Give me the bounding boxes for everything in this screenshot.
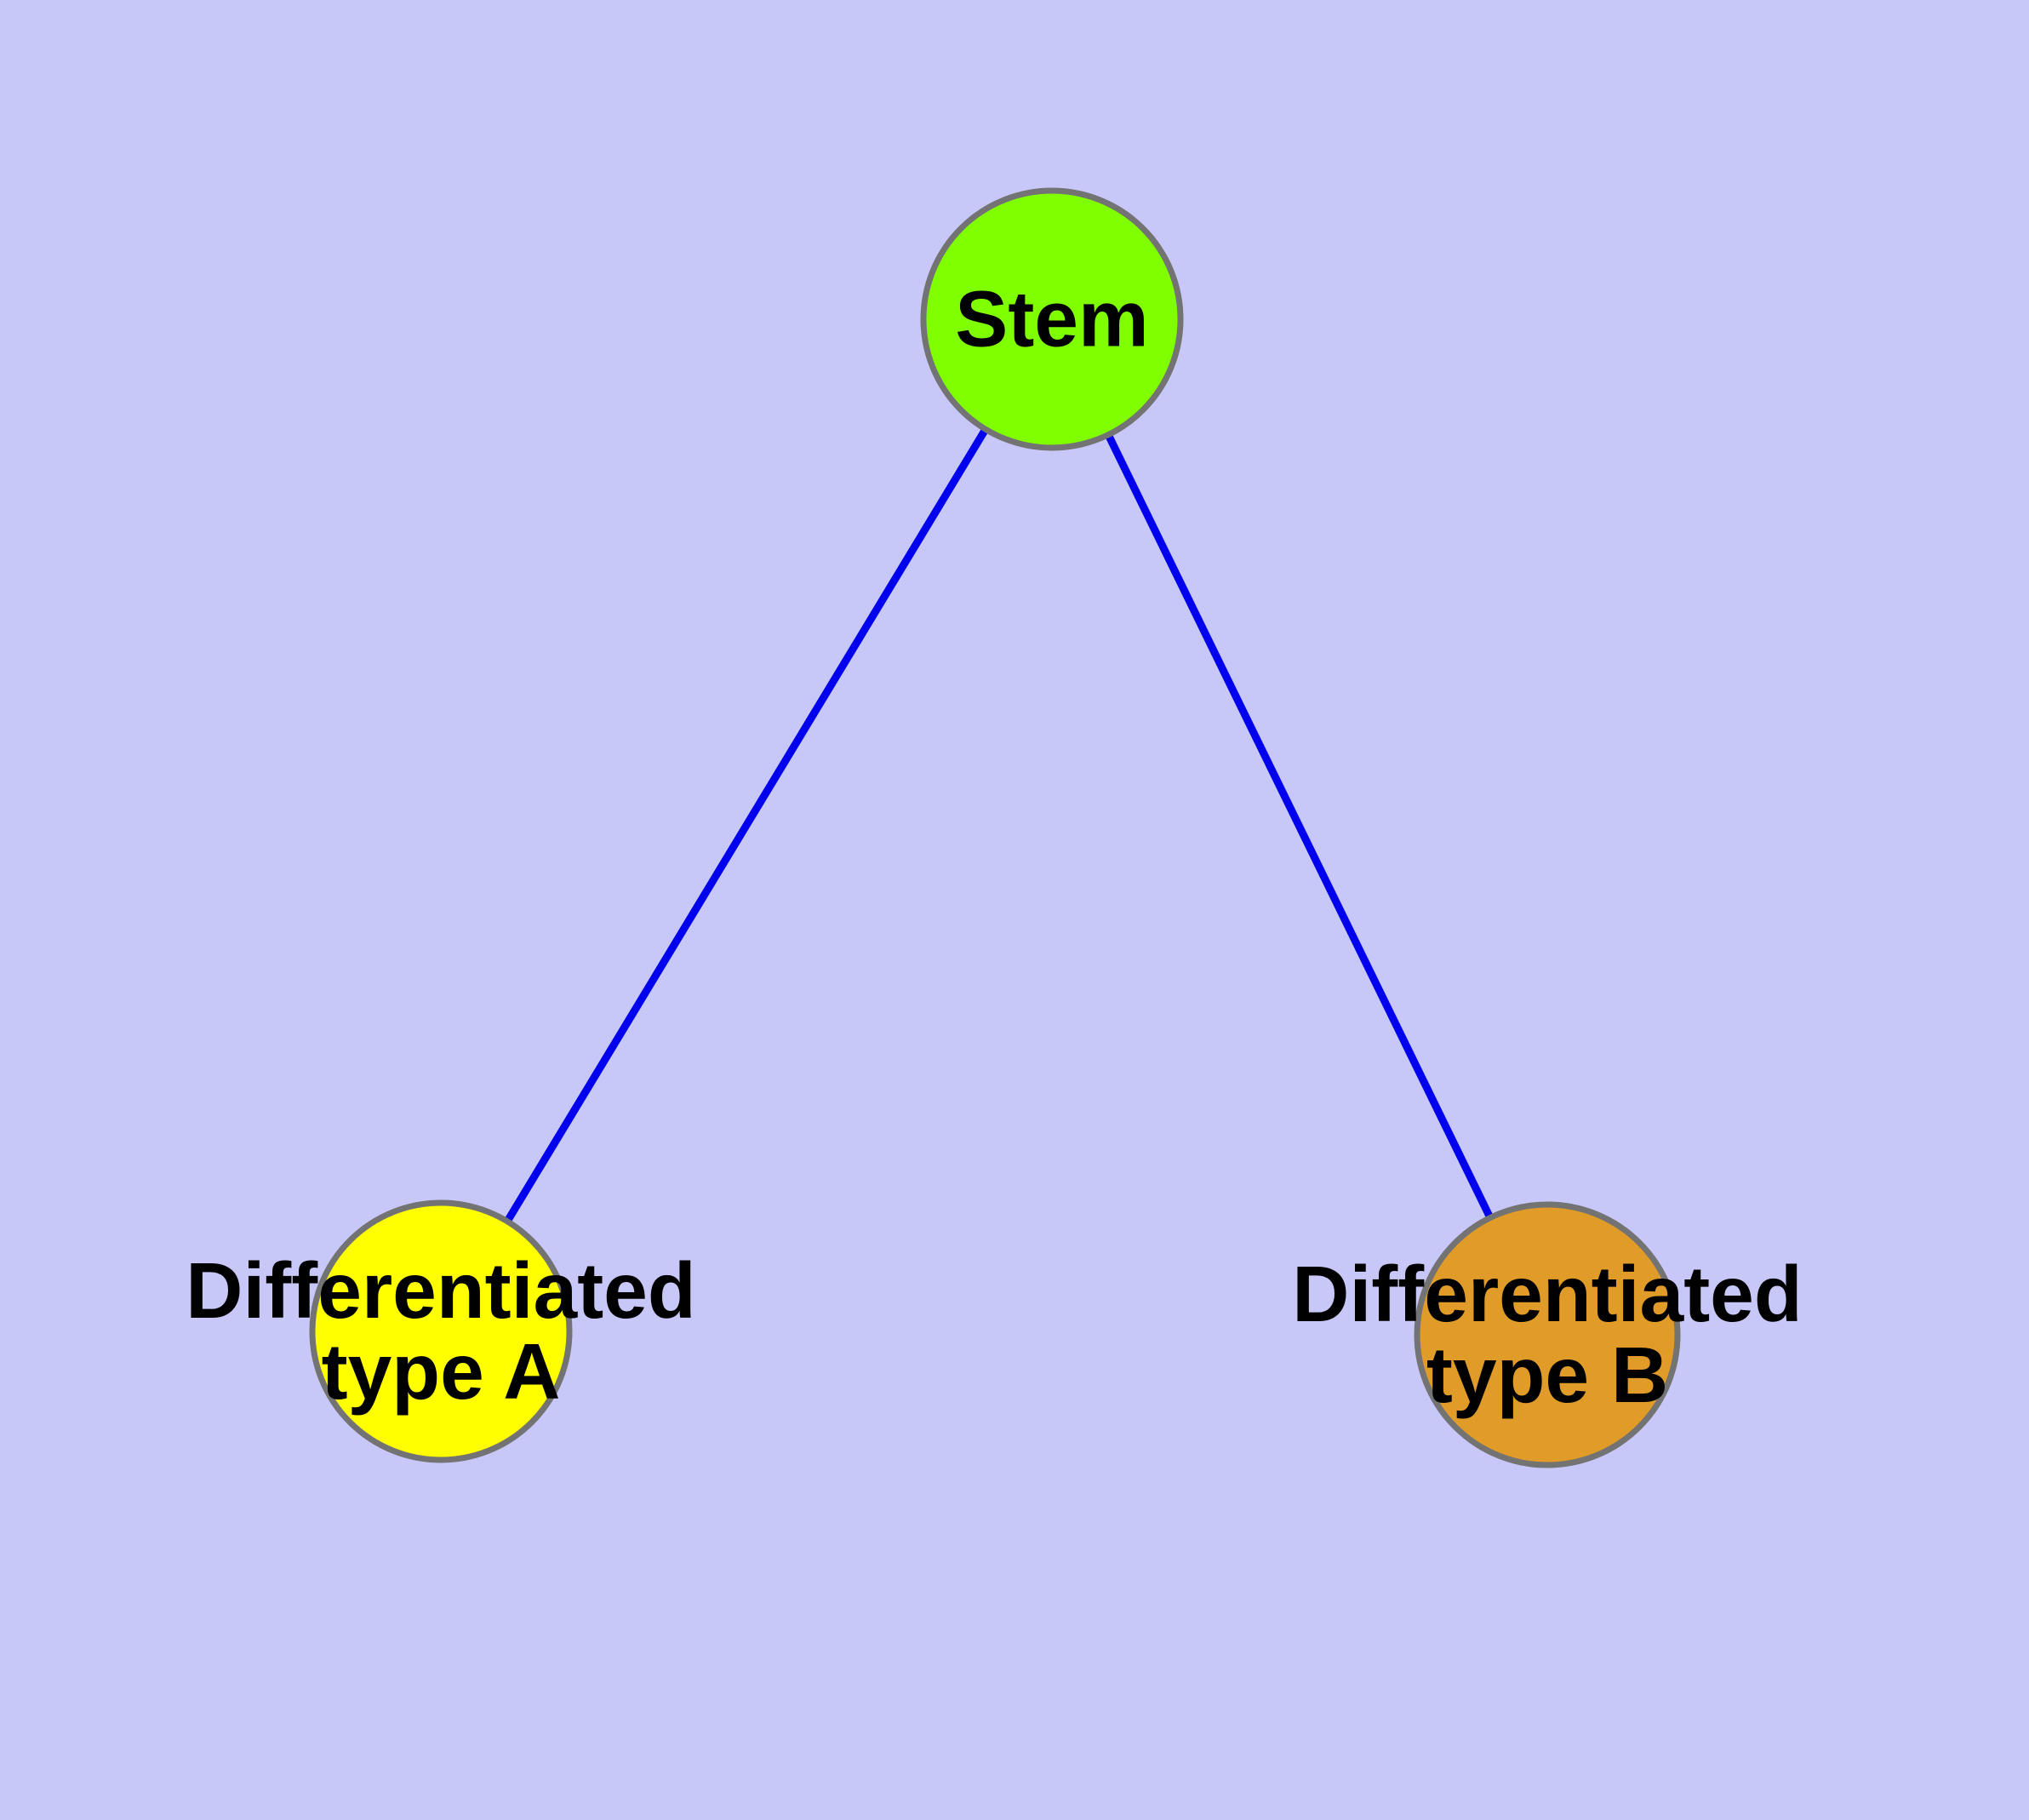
graph-node-stem[interactable] xyxy=(920,187,1184,451)
graph-node-diff-type-b[interactable] xyxy=(1414,1201,1681,1468)
graph-edge[interactable] xyxy=(503,426,990,1225)
nodes-layer xyxy=(309,187,1681,1468)
edges-layer xyxy=(503,426,1495,1225)
graph-edge[interactable] xyxy=(1104,431,1495,1222)
graph-node-diff-type-a[interactable] xyxy=(309,1199,573,1463)
